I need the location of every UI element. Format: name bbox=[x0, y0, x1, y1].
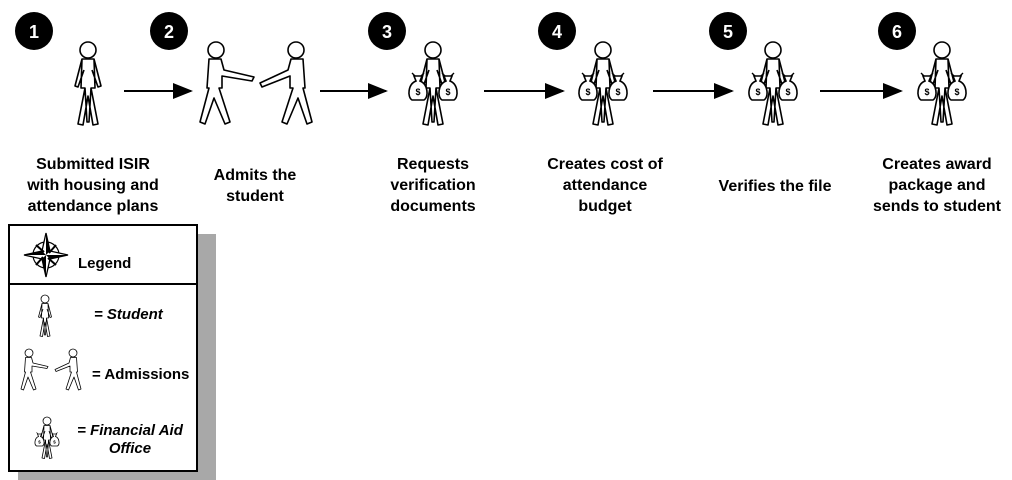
step-3-badge: 3 bbox=[368, 12, 406, 50]
admissions-handshake-icon bbox=[20, 348, 82, 391]
financial-aid-figure-icon bbox=[918, 42, 966, 125]
svg-text:3: 3 bbox=[382, 22, 392, 42]
step-5-label: Verifies the file bbox=[718, 178, 832, 195]
admissions-handshake-icon bbox=[199, 41, 313, 125]
financial-aid-figure-icon bbox=[749, 42, 797, 125]
step-2-label: Admits the student bbox=[213, 167, 297, 205]
step-3-label: Requests verification documents bbox=[390, 156, 476, 215]
legend-student-text: = Student bbox=[94, 306, 163, 323]
step-4-label: Creates cost of attendance budget bbox=[547, 156, 663, 215]
step-6-label: Creates award package and sends to stude… bbox=[872, 156, 1001, 215]
legend-title: Legend bbox=[78, 255, 132, 272]
svg-text:5: 5 bbox=[723, 22, 733, 42]
step-5-badge: 5 bbox=[709, 12, 747, 50]
svg-text:2: 2 bbox=[164, 22, 174, 42]
svg-text:1: 1 bbox=[29, 22, 39, 42]
student-figure-icon bbox=[74, 41, 102, 126]
financial-aid-figure-icon bbox=[28, 416, 66, 460]
financial-aid-figure-icon bbox=[579, 42, 627, 125]
svg-text:6: 6 bbox=[892, 22, 902, 42]
step-6-badge: 6 bbox=[878, 12, 916, 50]
compass-rose-icon bbox=[23, 232, 69, 278]
financial-aid-figure-icon bbox=[409, 42, 457, 125]
legend-financial-aid-text: = Financial Aid Office bbox=[77, 422, 183, 457]
svg-text:4: 4 bbox=[552, 22, 562, 42]
legend-header: Legend bbox=[10, 226, 196, 285]
legend-box: Legend = Student = Admissions = Financia… bbox=[8, 224, 198, 472]
step-1-label: Submitted ISIR with housing and attendan… bbox=[27, 156, 159, 215]
student-figure-icon bbox=[38, 294, 52, 337]
step-1-badge: 1 bbox=[15, 12, 53, 50]
legend-admissions-text: = Admissions bbox=[92, 366, 190, 383]
step-4-badge: 4 bbox=[538, 12, 576, 50]
step-2-badge: 2 bbox=[150, 12, 188, 50]
